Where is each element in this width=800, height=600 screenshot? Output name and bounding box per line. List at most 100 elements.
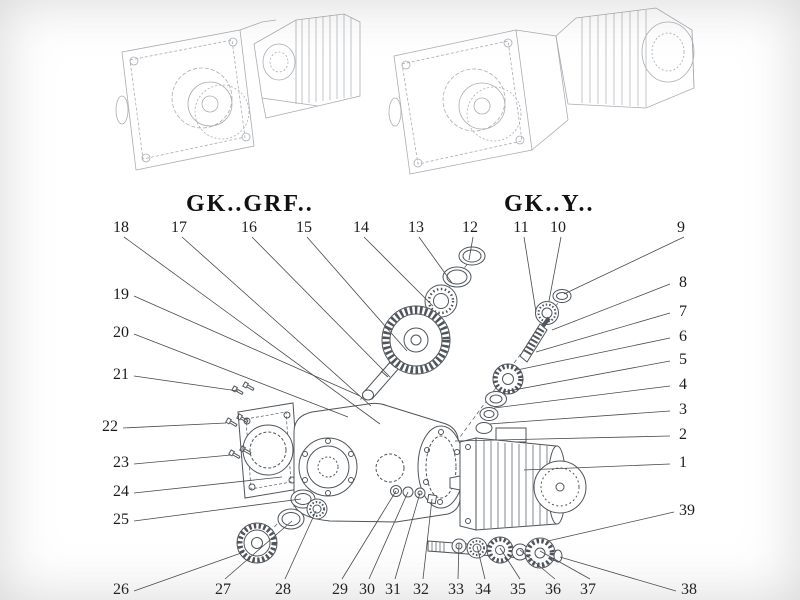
part-callout-33: 33 — [448, 581, 464, 598]
leader-line-32 — [422, 498, 433, 580]
ring-3 — [475, 422, 493, 434]
part-callout-19: 19 — [113, 286, 129, 303]
leader-line-13 — [418, 236, 453, 284]
leader-line-15 — [306, 236, 408, 352]
part-callout-23: 23 — [113, 454, 129, 471]
part-callout-18: 18 — [113, 219, 129, 236]
leader-line-8 — [551, 283, 671, 331]
main-gear-15 — [381, 305, 451, 375]
small-fasteners-29-32 — [390, 485, 438, 505]
leader-line-20 — [133, 333, 349, 418]
leader-line-22 — [122, 422, 227, 429]
part-callout-13: 13 — [408, 219, 424, 236]
part-callout-22: 22 — [102, 418, 118, 435]
leader-line-38 — [559, 556, 677, 592]
leader-line-11 — [523, 236, 537, 313]
part-callout-9: 9 — [677, 219, 685, 236]
leader-line-1 — [523, 463, 671, 471]
part-callout-28: 28 — [275, 581, 291, 598]
reference-drawing-gk-y — [388, 7, 695, 175]
ring-12 — [458, 246, 486, 266]
part-callout-31: 31 — [385, 581, 401, 598]
leader-line-23 — [133, 454, 232, 465]
bearing-10 — [535, 301, 559, 325]
part-callout-20: 20 — [113, 324, 129, 341]
part-callout-29: 29 — [332, 581, 348, 598]
part-callout-26: 26 — [113, 581, 129, 598]
part-callout-17: 17 — [171, 219, 187, 236]
leader-line-21 — [133, 375, 239, 392]
part-callout-38: 38 — [681, 581, 697, 598]
gearbox-housing — [293, 402, 465, 523]
leader-line-39 — [547, 511, 675, 542]
leader-line-27 — [224, 520, 293, 580]
leader-line-25 — [133, 498, 302, 522]
part-callout-21: 21 — [113, 366, 129, 383]
part-callout-1: 1 — [679, 454, 687, 471]
part-callout-32: 32 — [413, 581, 429, 598]
leader-line-19 — [133, 295, 361, 397]
leader-line-3 — [488, 410, 671, 425]
model-label-gk-grf: GK..GRF.. — [186, 191, 314, 217]
gear-6 — [492, 363, 524, 395]
leader-line-26 — [133, 551, 245, 592]
leader-line-24 — [133, 476, 283, 494]
washer-4 — [479, 407, 499, 421]
output-shaft-assembly — [427, 536, 563, 569]
leader-line-35 — [499, 547, 521, 580]
part-callout-37: 37 — [580, 581, 596, 598]
bearing-28 — [306, 498, 328, 520]
leader-line-34 — [476, 545, 486, 580]
part-callout-27: 27 — [215, 581, 231, 598]
part-callout-15: 15 — [296, 219, 312, 236]
part-callout-12: 12 — [462, 219, 478, 236]
leader-line-37 — [539, 550, 591, 580]
leader-line-36 — [519, 549, 556, 580]
ring-27 — [277, 508, 305, 530]
part-callout-30: 30 — [359, 581, 375, 598]
leader-line-18 — [123, 236, 381, 425]
mounting-flange-plate — [237, 402, 300, 499]
leader-line-6 — [516, 337, 671, 371]
leader-line-14 — [363, 236, 434, 307]
part-callout-39: 39 — [679, 502, 695, 519]
leader-line-16 — [251, 236, 391, 378]
part-callout-6: 6 — [679, 328, 687, 345]
leader-line-30 — [368, 491, 409, 580]
part-callout-3: 3 — [679, 401, 687, 418]
part-callout-5: 5 — [679, 351, 687, 368]
part-callout-8: 8 — [679, 274, 687, 291]
leader-line-4 — [493, 385, 671, 409]
output-gear-26 — [236, 522, 278, 564]
leader-line-28 — [284, 510, 317, 580]
leader-line-17 — [181, 236, 372, 407]
part-callout-14: 14 — [353, 219, 369, 236]
leader-line-12 — [468, 236, 474, 261]
leader-line-31 — [394, 492, 421, 580]
model-label-gk-y: GK..Y.. — [504, 191, 595, 217]
exploded-view — [225, 246, 587, 569]
leader-line-2 — [454, 435, 671, 442]
reference-drawing-gk-grf — [115, 13, 361, 171]
part-callout-10: 10 — [550, 219, 566, 236]
leader-line-29 — [341, 490, 397, 580]
leader-line-33 — [457, 542, 460, 580]
leader-line-7 — [535, 312, 671, 353]
part-callout-2: 2 — [679, 426, 687, 443]
leader-line-10 — [548, 236, 562, 302]
electric-motor — [449, 427, 587, 531]
part-callout-7: 7 — [679, 303, 687, 320]
part-callout-34: 34 — [475, 581, 491, 598]
ring-13 — [442, 266, 472, 288]
washer-5 — [485, 391, 507, 407]
leader-line-9 — [563, 236, 685, 295]
part-callout-24: 24 — [113, 483, 129, 500]
leader-line-5 — [502, 360, 671, 393]
part-callout-35: 35 — [510, 581, 526, 598]
part-callout-4: 4 — [679, 376, 687, 393]
part-callout-25: 25 — [113, 511, 129, 528]
part-callout-11: 11 — [513, 219, 529, 236]
